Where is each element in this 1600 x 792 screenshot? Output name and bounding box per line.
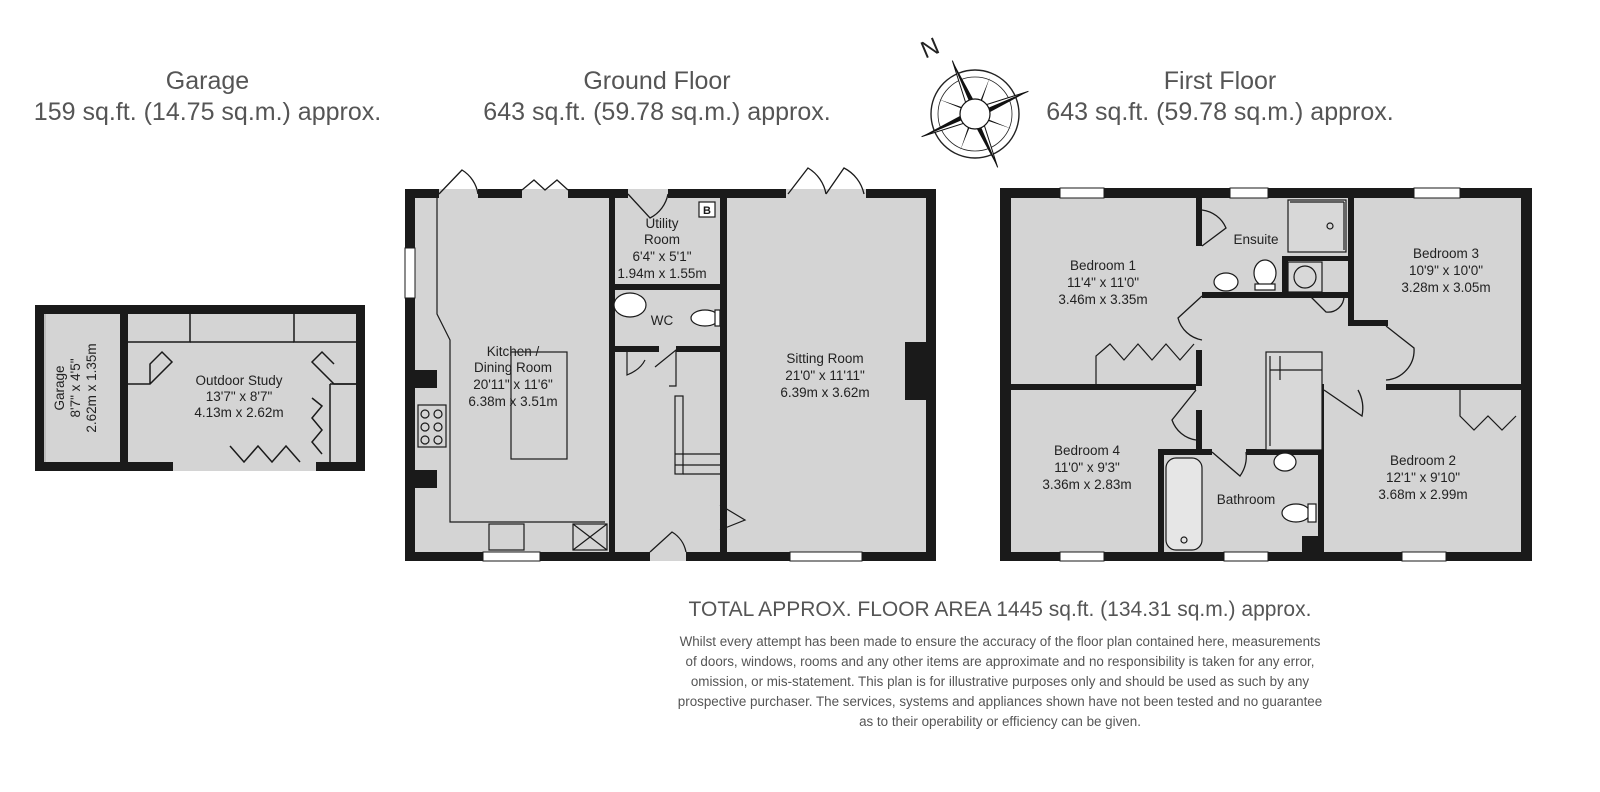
ground-floor-heading-name: Ground Floor (583, 67, 731, 95)
ground-floor-heading-area: 643 sq.ft. (59.78 sq.m.) approx. (483, 98, 831, 126)
garage-heading: Garage 159 sq.ft. (14.75 sq.m.) approx. (20, 66, 395, 128)
outdoor-study-imperial: 13'7" x 8'7" (206, 389, 273, 404)
bedroom-4-label: Bedroom 4 11'0" x 9'3" 3.36m x 2.83m (1042, 443, 1131, 492)
garage-room-metric: 2.62m x 1.35m (84, 343, 99, 432)
bedroom-1-imperial: 11'4" x 11'0" (1067, 275, 1139, 290)
utility-imperial: 6'4" x 5'1" (632, 249, 691, 264)
bedroom-4-name: Bedroom 4 (1054, 443, 1121, 458)
disclaimer-line: omission, or mis-statement. This plan is… (690, 674, 1310, 689)
boiler-label: B (703, 205, 711, 217)
outdoor-study-name: Outdoor Study (195, 373, 282, 388)
first-floor-plan (1000, 187, 1532, 562)
bedroom-4-metric: 3.36m x 2.83m (1042, 477, 1131, 492)
outdoor-study-label: Outdoor Study 13'7" x 8'7" 4.13m x 2.62m (194, 373, 283, 420)
disclaimer-line: Whilst every attempt has been made to en… (679, 634, 1321, 649)
compass-rose-icon (921, 60, 1029, 168)
outdoor-study-metric: 4.13m x 2.62m (194, 405, 283, 420)
disclaimer-line: prospective purchaser. The services, sys… (677, 694, 1323, 709)
garage-room-label: Garage 8'7" x 4'5" 2.62m x 1.35m (52, 343, 99, 432)
garage-room-name: Garage (52, 365, 67, 410)
kitchen-imperial: 20'11" x 11'6" (473, 377, 553, 392)
utility-name-line2: Room (644, 232, 680, 247)
sitting-room-imperial: 21'0" x 11'11" (785, 368, 865, 383)
bedroom-3-metric: 3.28m x 3.05m (1401, 280, 1490, 295)
bedroom-4-imperial: 11'0" x 9'3" (1054, 460, 1120, 475)
ground-floor-plan: B (404, 167, 936, 562)
garage-room-imperial: 8'7" x 4'5" (68, 358, 83, 417)
bedroom-1-name: Bedroom 1 (1070, 258, 1136, 273)
bedroom-1-label: Bedroom 1 11'4" x 11'0" 3.46m x 3.35m (1058, 258, 1147, 307)
utility-metric: 1.94m x 1.55m (617, 266, 706, 281)
bedroom-3-name: Bedroom 3 (1413, 246, 1479, 261)
first-floor-heading-area: 643 sq.ft. (59.78 sq.m.) approx. (1046, 98, 1394, 126)
bedroom-2-name: Bedroom 2 (1390, 453, 1456, 468)
bedroom-3-label: Bedroom 3 10'9" x 10'0" 3.28m x 3.05m (1401, 246, 1490, 295)
disclaimer: Whilst every attempt has been made to en… (620, 632, 1380, 732)
bedroom-2-label: Bedroom 2 12'1" x 9'10" 3.68m x 2.99m (1378, 453, 1467, 502)
bedroom-3-imperial: 10'9" x 10'0" (1409, 263, 1483, 278)
kitchen-name: Kitchen / (487, 344, 540, 359)
first-floor-heading: First Floor 643 sq.ft. (59.78 sq.m.) app… (1025, 66, 1415, 128)
disclaimer-line: as to their operability or efficiency ca… (859, 714, 1141, 729)
garage-heading-area: 159 sq.ft. (14.75 sq.m.) approx. (33, 98, 382, 126)
boiler-icon (698, 201, 716, 218)
garage-heading-name: Garage (165, 67, 250, 95)
kitchen-metric: 6.38m x 3.51m (468, 394, 557, 409)
total-floor-area: TOTAL APPROX. FLOOR AREA 1445 sq.ft. (13… (688, 598, 1312, 621)
sitting-room-metric: 6.39m x 3.62m (780, 385, 869, 400)
sitting-room-name: Sitting Room (786, 351, 863, 366)
bedroom-1-metric: 3.46m x 3.35m (1058, 292, 1147, 307)
bedroom-2-imperial: 12'1" x 9'10" (1386, 470, 1460, 485)
kitchen-name-line2: Dining Room (474, 360, 552, 375)
sitting-room-label: Sitting Room 21'0" x 11'11" 6.39m x 3.62… (780, 351, 869, 400)
kitchen-dining-label: Kitchen / Dining Room 20'11" x 11'6" 6.3… (468, 344, 557, 409)
disclaimer-line: of doors, windows, rooms and any other i… (685, 654, 1315, 669)
utility-name: Utility (646, 216, 679, 231)
bathroom-label: Bathroom (1217, 492, 1276, 507)
first-floor-heading-name: First Floor (1163, 67, 1277, 95)
ensuite-label: Ensuite (1233, 232, 1278, 247)
wc-label: WC (651, 313, 674, 328)
utility-room-label: Utility Room 6'4" x 5'1" 1.94m x 1.55m (617, 216, 706, 281)
garage-building (35, 305, 365, 471)
ground-floor-heading: Ground Floor 643 sq.ft. (59.78 sq.m.) ap… (462, 66, 852, 128)
bedroom-2-metric: 3.68m x 2.99m (1378, 487, 1467, 502)
compass-north-label: N (917, 33, 944, 65)
